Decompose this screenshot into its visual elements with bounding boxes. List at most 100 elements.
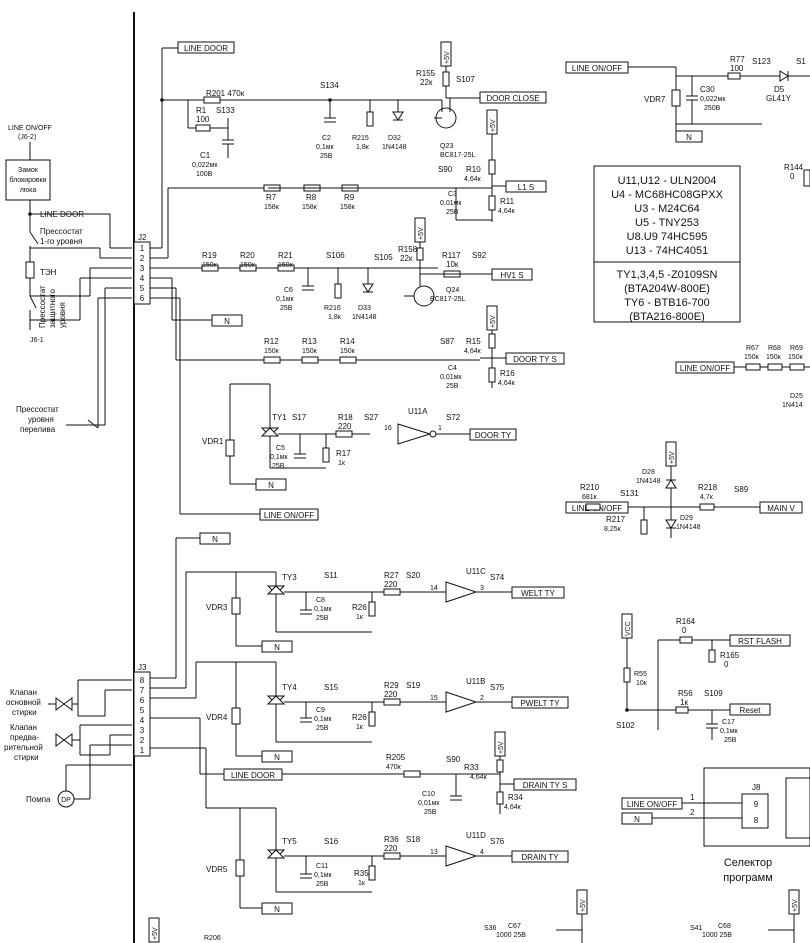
r26b-label: R26 (352, 713, 367, 722)
c67-label: C67 (508, 923, 521, 930)
connector-j3: J3 8 7 6 5 4 3 2 1 (133, 663, 151, 757)
vdr7-varistor (671, 89, 681, 107)
d32-diode (392, 111, 404, 121)
r20-label: R20 (240, 251, 255, 260)
vcc-tag-7-text: +5V (580, 899, 587, 912)
j3-pin-6: 6 (140, 696, 145, 705)
s105-label: S105 (374, 253, 393, 262)
s1x-label: S1 (796, 57, 806, 66)
heater-symbol (25, 261, 35, 279)
ty3-label: TY3 (282, 573, 297, 582)
r165-value: 0 (724, 660, 729, 669)
l1-s-tag (505, 180, 547, 193)
u11d-pin13: 13 (430, 849, 438, 856)
r69-label: R69 (790, 345, 803, 352)
n-tag-2 (255, 478, 287, 491)
c67-value: 1000 25В (496, 932, 526, 939)
main-v-tag (759, 501, 803, 514)
s106-label: S106 (326, 251, 345, 260)
c10-volt: 25В (424, 809, 437, 816)
r19-label: R19 (202, 251, 217, 260)
r34-label: R34 (508, 793, 523, 802)
r26a-value: 1к (356, 614, 364, 621)
triac-list-line-3: TY6 - BTB16-700 (624, 297, 710, 309)
r16-label: R16 (500, 369, 515, 378)
pressostat1-label-2: 1-го уровня (40, 237, 82, 246)
r8-label: R8 (306, 193, 317, 202)
r27-label: R27 (384, 571, 399, 580)
s123-label: S123 (752, 57, 771, 66)
r29-label: R29 (384, 681, 399, 690)
pump-label: Помпа (26, 795, 51, 804)
drain-ty-tag-text: DRAIN TY (521, 853, 559, 862)
d25-label: D25 (790, 393, 803, 400)
door-ty-tag-text: DOOR TY (475, 431, 512, 440)
door-ty-s-tag (505, 352, 565, 365)
s90b-label: S90 (446, 755, 461, 764)
n-tag-4-text: N (274, 643, 280, 652)
r10-label: R10 (466, 165, 481, 174)
r55-label: R55 (634, 671, 647, 678)
pressostat-overflow-label-3: перелива (20, 425, 56, 434)
r215-label: R215 (352, 135, 369, 142)
u11a-label: U11A (408, 407, 428, 416)
r9-label: R9 (344, 193, 355, 202)
j6-1-label: J6-1 (30, 337, 44, 344)
r7-label: R7 (266, 193, 277, 202)
valve-main-label-2: основной (6, 698, 41, 707)
r26b-value: 1к (356, 724, 364, 731)
c4-label: C4 (448, 365, 457, 372)
n-tag-8-text: N (634, 815, 640, 824)
drain-ty-s-tag (513, 778, 577, 791)
vcc-tag-10-text: VCC (625, 621, 632, 636)
line-onoff-tag-5-text: LINE ON/OFF (627, 800, 677, 809)
ty5-label: TY5 (282, 837, 297, 846)
rst-flash-tag (729, 634, 791, 647)
c30-cap: 0,022мк (700, 96, 726, 103)
door-lock-label-1: Замок (18, 167, 39, 174)
valve-main-label-3: стирки (12, 708, 37, 717)
u11c-buffer (445, 581, 478, 603)
d28-diode (665, 479, 677, 489)
left-panel: LINE ON/OFF (J6-2) Замок блокировки люка… (4, 125, 132, 808)
d5-label: D5 (774, 85, 785, 94)
vdr3-label: VDR3 (206, 603, 228, 612)
s92-label: S92 (472, 251, 487, 260)
r217-value: 8,25к (604, 526, 622, 533)
r19-value: 150к (202, 262, 218, 269)
r11-value: 4,64к (498, 208, 516, 215)
door-lock-label-3: люка (20, 187, 37, 194)
door-lock-label-2: блокировки (9, 176, 46, 184)
u11b-pin2: 2 (480, 695, 484, 702)
c17-volt: 25В (724, 737, 737, 744)
c2-cap: 0,1мк (316, 144, 335, 151)
r77-label: R77 (730, 55, 745, 64)
r56-label: R56 (678, 689, 693, 698)
r1-label: R1 (196, 106, 207, 115)
pressostat1-switch (29, 231, 39, 245)
line-onoff-ref: LINE ON/OFF (8, 125, 52, 132)
r68-label: R68 (768, 345, 781, 352)
vdr5-label: VDR5 (206, 865, 228, 874)
s17-label: S17 (292, 413, 307, 422)
d33-label: D33 (358, 305, 371, 312)
n-tag-7-text: N (686, 133, 692, 142)
vdr5-varistor (235, 859, 245, 877)
n-tag-3-text: N (212, 535, 218, 544)
s72-label: S72 (446, 413, 461, 422)
vcc-tag-6-text: +5V (152, 927, 159, 940)
c10-cap: 0,01мк (418, 800, 440, 807)
c68-value: 1000 25В (702, 932, 732, 939)
c1-cap: 0,022мк (192, 162, 218, 169)
valve-pre-label-1: Клапан (10, 723, 37, 732)
r33-label: R33 (464, 763, 479, 772)
c3-label: C3 (448, 191, 457, 198)
j2-pin-2: 2 (140, 254, 145, 263)
door-ty-tag (469, 428, 517, 441)
j8-label: J8 (752, 783, 761, 792)
c3-volt: 25В (446, 209, 459, 216)
door-lock-box (5, 159, 51, 201)
c4-volt: 25В (446, 383, 459, 390)
d5-part: GL41Y (766, 94, 792, 103)
r217-label: R217 (606, 515, 626, 524)
